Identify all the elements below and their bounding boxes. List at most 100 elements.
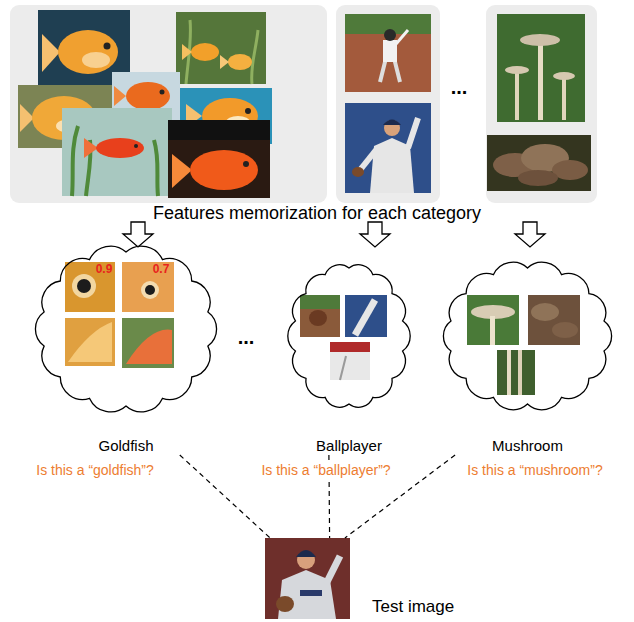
goldfish-photo	[160, 90, 165, 95]
ballplayer-photo	[360, 150, 376, 170]
feature-patch	[467, 295, 519, 345]
feature-patch	[467, 295, 580, 395]
mushroom-photo	[520, 34, 560, 46]
cloud-outline	[35, 246, 216, 412]
mushroom-photo	[538, 40, 543, 120]
section-caption: Features memorization for each category	[153, 203, 481, 224]
test-photo	[265, 538, 350, 619]
ballplayer-photo	[345, 14, 431, 92]
ballplayer-photo	[396, 30, 408, 44]
test-photo	[326, 556, 340, 584]
mushroom-photo	[487, 135, 591, 191]
goldfish-photo	[243, 161, 249, 167]
feature-patch	[345, 295, 387, 337]
category-panel	[10, 5, 597, 203]
category-name: Mushroom	[437, 437, 618, 455]
goldfish-photo	[220, 55, 229, 69]
goldfish-photo	[176, 12, 266, 84]
goldfish-photo	[58, 30, 118, 74]
goldfish-photo	[96, 138, 144, 158]
goldfish-photo	[42, 34, 60, 72]
cloud-outline	[437, 256, 618, 416]
feature-patch	[300, 295, 340, 337]
category-panel	[336, 5, 440, 203]
category-name: Goldfish	[30, 437, 222, 455]
goldfish-photo	[176, 12, 266, 84]
query-label: Is this a “ballplayer”?	[259, 462, 392, 478]
goldfish-photo	[62, 108, 172, 196]
ballplayer-photo	[383, 120, 401, 126]
cloud-outline	[288, 265, 410, 408]
goldfish-photo	[191, 43, 219, 61]
goldfish-photo	[20, 104, 34, 132]
test-photo	[300, 590, 322, 596]
ballplayer-photo	[352, 167, 364, 177]
feature-patch	[145, 285, 155, 295]
ballplayer-photo	[384, 120, 400, 136]
ellipsis: ...	[238, 326, 255, 349]
mushroom-photo	[562, 76, 566, 120]
test-photo	[296, 550, 316, 557]
query-label: Is this a “goldfish”?	[34, 462, 156, 478]
feature-patch	[300, 295, 340, 309]
feature-patch	[300, 295, 387, 380]
mushroom-photo	[553, 72, 575, 80]
goldfish-photo	[62, 108, 172, 196]
cloud-outline	[443, 262, 611, 409]
feature-patch	[497, 350, 535, 395]
test-photo	[276, 596, 294, 612]
goldfish-photo	[228, 54, 252, 70]
block-arrow	[360, 222, 390, 247]
goldfish-photo	[168, 120, 270, 140]
feature-patch	[528, 295, 580, 345]
mushroom-photo	[515, 70, 519, 120]
cloud-outline	[282, 256, 416, 416]
dashed-connector	[180, 455, 270, 538]
feature-patch	[65, 318, 115, 366]
category-panel	[486, 5, 597, 203]
goldfish-photo	[168, 120, 270, 198]
test-photo	[265, 538, 350, 619]
feature-patch	[507, 350, 511, 395]
goldfish-photo	[245, 108, 251, 114]
category-name: Ballplayer	[282, 437, 416, 455]
goldfish-photo	[84, 138, 98, 158]
feature-patch	[65, 262, 115, 312]
feature-patch	[126, 330, 172, 364]
block-arrow	[123, 222, 545, 247]
goldfish-photo	[182, 44, 192, 60]
feature-patch	[518, 350, 522, 395]
feature-patch	[355, 300, 375, 335]
memory-cloud: Goldfish	[30, 240, 222, 455]
mushroom-photo	[487, 135, 591, 191]
ballplayer-photo	[384, 29, 396, 41]
feature-patch	[552, 322, 578, 338]
query-label: Is this a “mushroom”?	[465, 462, 604, 478]
ballplayer-photo	[383, 40, 397, 62]
feature-patch	[309, 310, 327, 326]
feature-patch	[77, 279, 91, 293]
goldfish-photo	[134, 144, 138, 148]
goldfish-photo	[72, 126, 158, 196]
mushroom-photo	[518, 170, 558, 186]
category-panel	[10, 5, 327, 203]
feature-patch	[330, 342, 370, 380]
feature-patch	[340, 356, 346, 380]
ballplayer-photo	[345, 103, 431, 193]
goldfish-photo	[82, 52, 110, 68]
score-number: 0.9	[96, 263, 113, 277]
goldfish-photo	[186, 20, 258, 84]
block-arrow	[123, 222, 153, 247]
mushroom-photo	[497, 14, 585, 122]
feature-patch	[330, 342, 370, 352]
goldfish-photo	[190, 150, 258, 190]
feature-patch	[72, 274, 96, 298]
goldfish-photo	[126, 82, 170, 110]
feature-patch	[68, 322, 112, 362]
score-number: 0.7	[153, 263, 170, 277]
mushroom-photo	[505, 66, 529, 74]
cloud-outline	[30, 240, 222, 418]
